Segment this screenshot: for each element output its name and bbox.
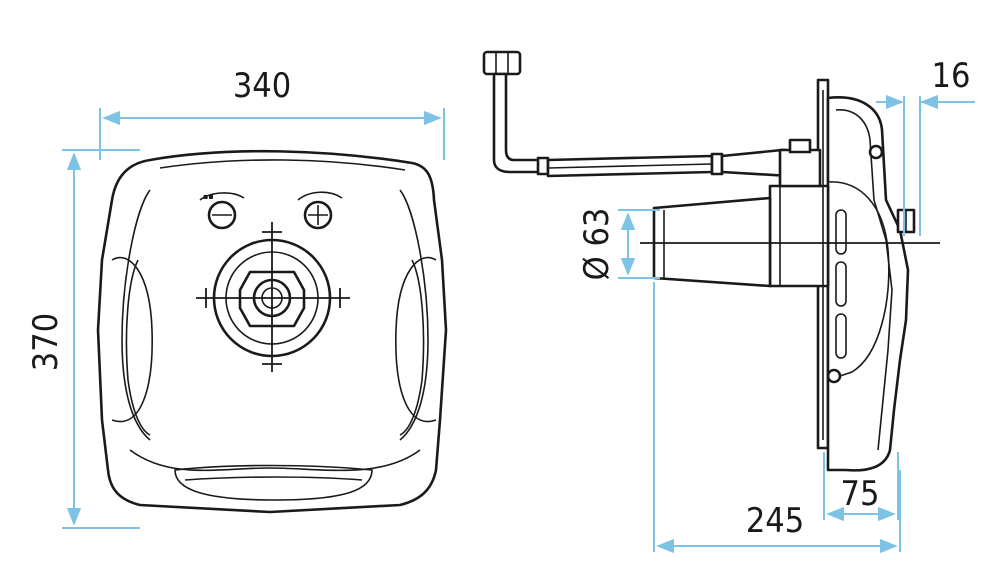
side-offset-label: 16 xyxy=(932,56,971,96)
side-cover-inner xyxy=(835,109,893,451)
front-height-label: 370 xyxy=(26,313,66,371)
dim-side-16: 16 xyxy=(876,56,975,236)
dim-side-75: 75 xyxy=(823,452,899,522)
side-slot-1 xyxy=(835,209,847,255)
side-cable xyxy=(482,50,797,178)
front-right-recess xyxy=(399,189,429,441)
left-knob: ▪▪ xyxy=(199,192,245,230)
side-pipe-cone xyxy=(652,196,772,288)
front-right-lobe xyxy=(395,256,437,423)
right-knob xyxy=(297,191,343,230)
front-bottom-slot xyxy=(174,464,373,501)
front-width-label: 340 xyxy=(233,66,291,106)
side-cover-rib xyxy=(827,181,890,381)
front-left-lobe xyxy=(111,256,153,423)
front-left-recess xyxy=(121,189,151,441)
front-bottom-curve xyxy=(129,449,421,472)
dim-side-245: 245 xyxy=(653,282,901,554)
front-right-recess-inner xyxy=(399,259,425,436)
front-view: ▪▪ xyxy=(96,149,448,514)
front-top-contour xyxy=(159,159,406,171)
front-bottom-slot-inner xyxy=(184,476,363,481)
side-view xyxy=(482,50,940,472)
side-motor-cap xyxy=(778,148,822,188)
side-motor-housing xyxy=(768,184,830,288)
side-depth-small-label: 75 xyxy=(841,474,880,514)
side-depth-total-label: 245 xyxy=(746,501,804,541)
dim-side-diameter: Ø 63 xyxy=(577,208,660,281)
side-slot-3 xyxy=(835,313,847,359)
side-slot-2 xyxy=(835,261,847,307)
dim-front-height: 370 xyxy=(26,149,140,529)
dim-front-width: 340 xyxy=(99,66,445,160)
side-cover xyxy=(826,96,910,472)
front-left-recess-inner xyxy=(125,259,151,436)
pipe-diameter-label: Ø 63 xyxy=(577,208,617,281)
knob-left-scale-glyph: ▪▪ xyxy=(203,192,214,201)
